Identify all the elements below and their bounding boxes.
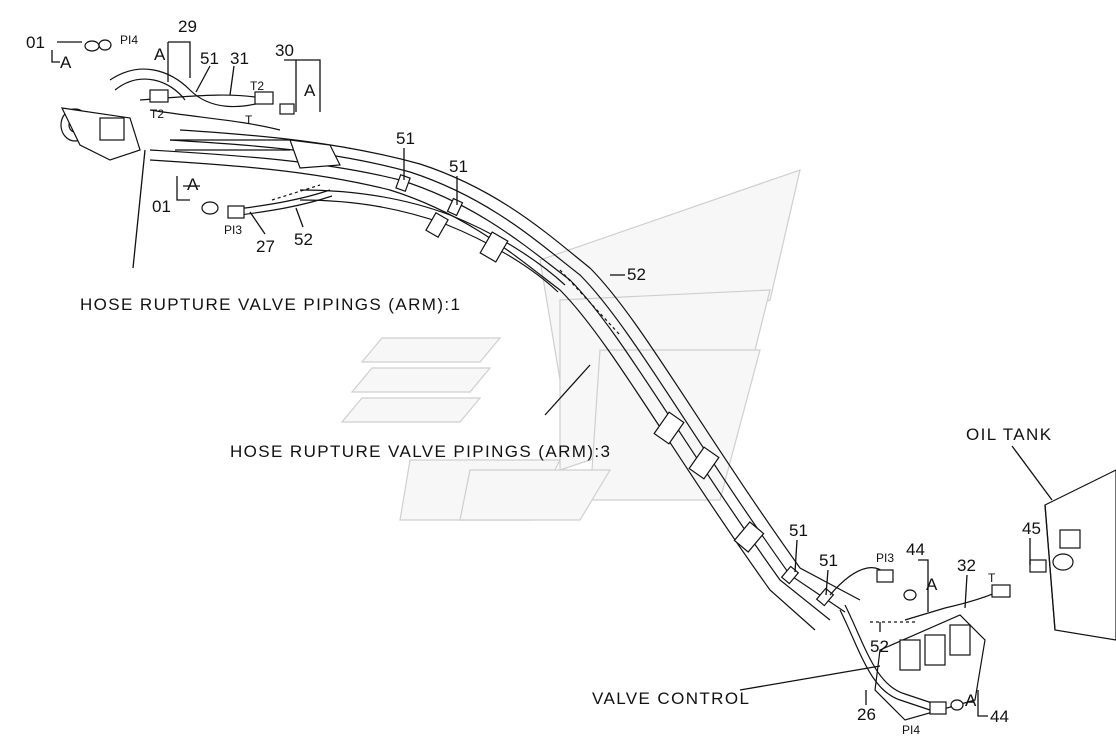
part-45: 45	[1022, 519, 1041, 538]
part-01-top: 01	[26, 33, 45, 52]
oil-tank	[1029, 469, 1116, 641]
part-52-upper: 52	[294, 230, 313, 249]
tag-a-2: A	[154, 45, 166, 64]
part-26: 26	[857, 705, 876, 724]
part-51-lower-a: 51	[789, 521, 808, 540]
part-32: 32	[957, 556, 976, 575]
part-51-mid-a: 51	[396, 129, 415, 148]
part-27: 27	[256, 237, 275, 256]
tag-a-5: A	[926, 575, 938, 594]
tag-t-top: T	[245, 113, 253, 127]
tag-a-6: A	[965, 691, 977, 710]
part-51-mid-b: 51	[449, 157, 468, 176]
part-44-top: 44	[906, 540, 925, 559]
tag-t-bottom: T	[988, 571, 996, 585]
valve-control-assembly	[829, 567, 1011, 721]
tag-pi4-bottom: PI4	[902, 723, 920, 737]
arm-cylinder-assembly	[60, 39, 341, 269]
label-oil-tank: OIL TANK	[966, 425, 1052, 444]
tag-pi4-top: PI4	[120, 33, 138, 47]
part-51-lower-b: 51	[819, 551, 838, 570]
leader-lines	[51, 41, 1053, 717]
part-29: 29	[178, 17, 197, 36]
protective-spiral	[271, 184, 915, 623]
tag-a-1: A	[60, 53, 72, 72]
tag-t2-top: T2	[250, 79, 264, 93]
hose-clamps	[271, 173, 915, 623]
part-52-middle: 52	[627, 265, 646, 284]
part-44-bottom: 44	[990, 707, 1009, 726]
label-arm-3: HOSE RUPTURE VALVE PIPINGS (ARM):3	[230, 442, 611, 461]
part-51-upper: 51	[200, 49, 219, 68]
label-arm-1: HOSE RUPTURE VALVE PIPINGS (ARM):1	[80, 295, 461, 314]
part-52-lower: 52	[870, 637, 889, 656]
tag-pi3-bottom: PI3	[876, 551, 894, 565]
part-30: 30	[275, 41, 294, 60]
label-valve-control: VALVE CONTROL	[592, 689, 750, 708]
tag-pi3-top: PI3	[224, 223, 242, 237]
tag-a-3: A	[304, 81, 316, 100]
tag-a-4: A	[187, 175, 199, 194]
part-31: 31	[230, 49, 249, 68]
tag-t2-left: T2	[150, 107, 164, 121]
part-01-lower: 01	[152, 197, 171, 216]
